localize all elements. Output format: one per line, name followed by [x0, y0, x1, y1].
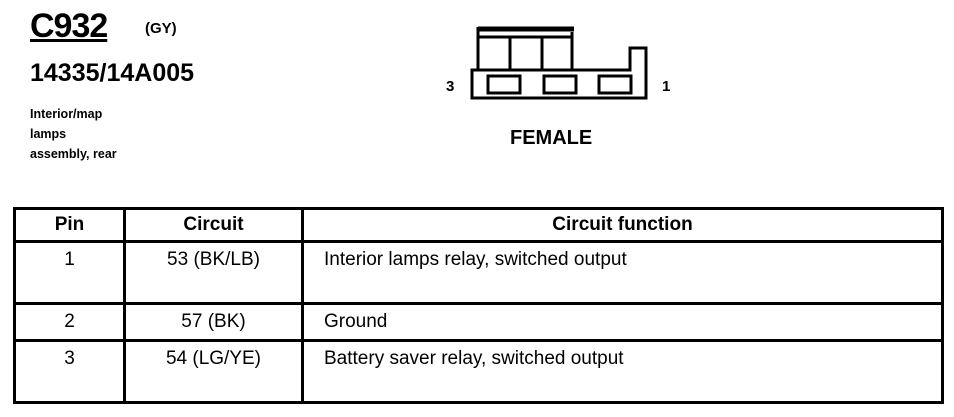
- column-header-pin: Pin: [13, 207, 126, 243]
- table-row: 1 53 (BK/LB) Interior lamps relay, switc…: [13, 240, 944, 305]
- description-line: Interior/map: [30, 107, 103, 121]
- table-header-row: Pin Circuit Circuit function: [13, 207, 944, 243]
- table-row: 3 54 (LG/YE) Battery saver relay, switch…: [13, 339, 944, 404]
- connector-latch: [476, 26, 574, 70]
- pin-cell: 1: [13, 240, 126, 305]
- pin-cell: 3: [13, 339, 126, 404]
- description-line: lamps: [30, 127, 67, 141]
- connector-code: C932: [30, 7, 108, 45]
- description-line: assembly, rear: [30, 147, 117, 161]
- connector-gender: FEMALE: [510, 127, 593, 149]
- circuit-cell: 53 (BK/LB): [123, 240, 304, 305]
- pin-cavity: [486, 74, 522, 95]
- pin-cell: 2: [13, 302, 126, 342]
- column-header-function: Circuit function: [301, 207, 944, 243]
- table-row: 2 57 (BK) Ground: [13, 302, 944, 342]
- circuit-cell: 54 (LG/YE): [123, 339, 304, 404]
- circuit-cell: 57 (BK): [123, 302, 304, 342]
- part-number: 14335/14A005: [30, 59, 195, 87]
- connector-housing: [470, 46, 648, 100]
- pin-cavity: [597, 74, 633, 95]
- function-cell: Ground: [301, 302, 944, 342]
- column-header-circuit: Circuit: [123, 207, 304, 243]
- connector-color: (GY): [145, 20, 177, 37]
- function-cell: Battery saver relay, switched output: [301, 339, 944, 404]
- function-cell: Interior lamps relay, switched output: [301, 240, 944, 305]
- pin-number-label-right: 1: [662, 78, 671, 95]
- connector-description: Interior/map lamps assembly, rear: [30, 104, 117, 164]
- pin-number-label-left: 3: [446, 78, 455, 95]
- pinout-table: Pin Circuit Circuit function 1 53 (BK/LB…: [13, 207, 944, 404]
- pin-cavity: [542, 74, 578, 95]
- connector-face-diagram: [470, 26, 648, 100]
